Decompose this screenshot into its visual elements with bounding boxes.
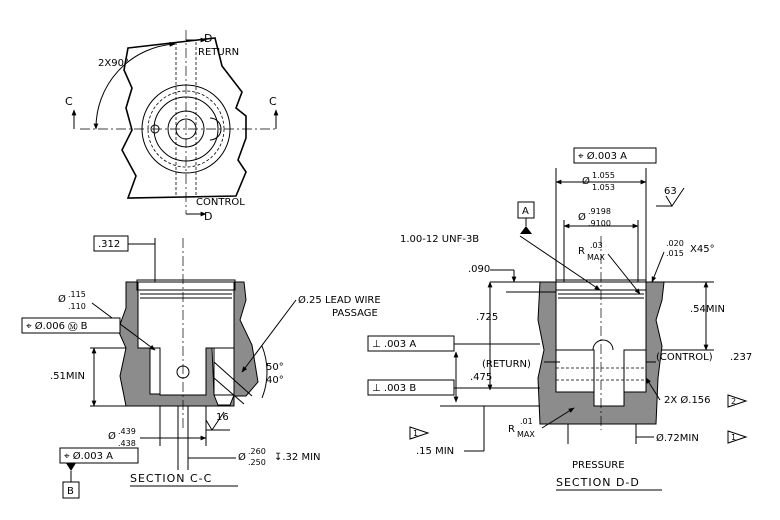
section-cc-thread [136,279,236,291]
dia-439: .439 [118,427,136,436]
dia-sym-dd-2: Ø [578,211,586,223]
dia-1055: 1.055 [592,171,615,180]
r-01: .01 [520,417,533,426]
section-d-top-label: D [204,32,213,45]
dia-sym-2: Ø [108,430,116,442]
datum-b-box [62,481,80,499]
min-51: .51MIN [50,371,85,382]
control-port [623,349,647,393]
dim-475: .475 [470,372,492,383]
flag-1b-triangle [727,430,748,444]
finish-63: 63 [664,186,677,197]
dia-260: .260 [248,447,266,456]
flag-1a: 1 [413,429,418,438]
datum-b: B [67,486,74,497]
holes-2x: 2X Ø.156 [664,394,711,406]
r-01-leader [541,407,575,429]
thread-spec: 1.00-12 UNF-3B [400,234,479,245]
r-03: .03 [590,241,603,250]
top-view: C C D D RETURN CONTROL 2X90° [65,30,279,223]
section-c-right-label: C [269,95,278,108]
min-54: .54MIN [690,304,725,315]
control-label: CONTROL [196,197,245,208]
dia-sym-dd-1: Ø [582,175,590,187]
section-cc-bore [137,281,235,396]
fcf-top-box [573,147,657,164]
flag-1b: 1 [731,433,736,442]
max-label-1: MAX [587,253,605,262]
min-15: .15 MIN [416,446,454,457]
dia-438: .438 [118,439,136,448]
fcf-2-box [59,447,139,464]
dia-115-leader [91,302,156,351]
datum-a-triangle [520,226,532,234]
angle-arc [93,41,176,130]
holes-leader [645,377,661,401]
dia-110: .110 [68,302,86,311]
angle-label: 2X90° [98,58,129,69]
dia-9100: .9100 [588,219,611,228]
fcf-top: ⌖ Ø.003 A [578,150,627,162]
section-dd: ⌖ Ø.003 A Ø 1.055 1.053 63 A Ø .9198 .91… [367,147,752,491]
lead-wire-1: Ø.25 LEAD WIRE [298,294,381,306]
angle-arc-cc [261,345,268,399]
section-cc-title: SECTION C-C [130,472,212,485]
fcf-2: ⌖ Ø.003 A [64,450,113,462]
angle-40: 40° [266,375,284,386]
dia-9198: .9198 [588,207,611,216]
perp-2: ⊥ .003 B [372,383,416,394]
center-port-arc [592,339,614,351]
dia-sym-1: Ø [58,293,66,305]
lead-wire-leader [241,299,297,373]
lead-wire-line-1 [213,361,253,397]
chamfer-leader [651,251,665,283]
r-label-2: R [508,424,515,435]
chamfer-015: .015 [666,249,684,258]
pressure-label: PRESSURE [572,460,625,471]
thread-leader [519,235,601,291]
dia-1053: 1.053 [592,183,615,192]
return-port [555,349,595,393]
top-view-outline [121,37,247,199]
depth: ↧.32 MIN [274,452,321,463]
perp-1: ⊥ .003 A [372,339,416,350]
section-dd-title: SECTION D-D [556,476,640,489]
small-hole [149,347,161,395]
chamfer-020: .020 [666,239,684,248]
dim-090: .090 [468,264,490,275]
min-72: Ø.72MIN [656,432,699,444]
control-label-dd: (CONTROL) [656,352,713,363]
dim-237: .237 [730,352,752,363]
dia-sym-3: Ø [238,451,246,463]
angle-50: 50° [266,362,284,373]
return-label: RETURN [198,47,239,58]
dim-725: .725 [476,312,498,323]
section-d-bottom-label: D [204,210,213,223]
section-c-left-label: C [65,95,74,108]
dia-115: .115 [68,290,86,299]
flag-1a-triangle [409,426,430,440]
r-03-leader [607,253,641,295]
datum-b-triangle [66,463,76,471]
max-label-2: MAX [517,430,535,439]
flag-2-triangle [727,394,748,408]
lead-wire-2: PASSAGE [332,308,378,319]
dia-250: .250 [248,458,266,467]
dim-312: .312 [98,239,120,250]
datum-a: A [522,206,529,217]
r-label-1: R [578,246,585,257]
lead-wire-line-2 [213,377,245,405]
finish-16: 16 [216,412,229,423]
return-label-dd: (RETURN) [482,359,531,370]
flag-2: 2 [731,397,736,406]
fcf-1-box [21,317,121,334]
fcf-1: ⌖ Ø.006 Ⓜ B [26,320,88,332]
section-cc: .312 Ø .115 .110 ⌖ Ø.006 Ⓜ B Ø.25 LEAD W… [21,235,381,499]
chamfer-x45: X45° [690,244,715,255]
